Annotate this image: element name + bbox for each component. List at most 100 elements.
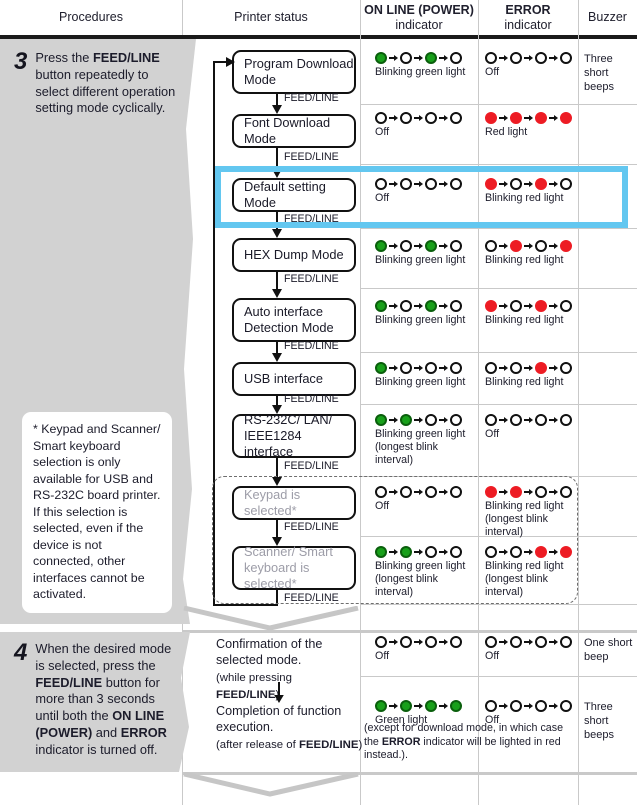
led-red (535, 112, 547, 124)
flow-box-6[interactable]: USB interface (232, 362, 356, 396)
arrow-right-icon (439, 302, 448, 311)
arrow-right-icon (524, 364, 533, 373)
led-green (375, 700, 387, 712)
arrow-right-icon (549, 302, 558, 311)
arrow-right-icon (414, 54, 423, 63)
flow-loop-loop-right (213, 61, 227, 63)
flow-box-4[interactable]: HEX Dump Mode (232, 238, 356, 272)
led-off (450, 240, 462, 252)
arrow-right-icon (439, 364, 448, 373)
led-sequence (375, 112, 475, 124)
flow-box-label: HEX Dump Mode (244, 247, 344, 262)
led-sequence (485, 700, 577, 712)
row-divider-9 (360, 604, 637, 605)
arrow-right-icon (439, 54, 448, 63)
arrow-right-icon (549, 548, 558, 557)
arrow-right-icon (549, 702, 558, 711)
flow-box-5[interactable]: Auto interface Detection Mode (232, 298, 356, 342)
led-off (510, 300, 522, 312)
online-indicator-row-2: Off (375, 112, 475, 139)
step-4-number: 4 (14, 639, 28, 666)
error-indicator-row-2: Red light (485, 112, 577, 139)
error-indicator-row-8: Blinking red light (longest blink interv… (485, 486, 577, 539)
header-error-sub: indicator (504, 17, 552, 32)
flow-arrow-head-7 (271, 477, 282, 486)
led-off (510, 178, 522, 190)
row-divider-step4-bottom (182, 772, 637, 775)
column-divider-procedures (182, 0, 183, 35)
arrow-right-icon (414, 488, 423, 497)
led-sequence (375, 240, 475, 252)
online-indicator-row-2-caption: Off (375, 126, 390, 138)
led-off (425, 414, 437, 426)
led-off (450, 414, 462, 426)
led-off (375, 636, 387, 648)
row-divider-5 (360, 352, 637, 353)
arrow-right-icon (439, 488, 448, 497)
led-red (485, 300, 497, 312)
header-divider (0, 35, 637, 39)
error-indicator-row-3-caption: Blinking red light (485, 192, 564, 204)
led-green (375, 52, 387, 64)
led-off (510, 700, 522, 712)
led-off (485, 52, 497, 64)
led-sequence (375, 52, 475, 64)
arrow-right-icon (389, 488, 398, 497)
led-off (450, 362, 462, 374)
flow-arrow-line-2 (276, 148, 278, 171)
arrow-right-icon (524, 488, 533, 497)
buzzer-row-1: Three short beeps (584, 53, 614, 93)
led-off (375, 112, 387, 124)
arrow-right-icon (549, 416, 558, 425)
keypad-scanner-note-text: * Keypad and Scanner/ Smart keyboard sel… (33, 422, 161, 601)
flow-box-8[interactable]: Keypad is selected* (232, 486, 356, 520)
flow-loop-loop-up (213, 62, 215, 606)
flow-box-3[interactable]: Default setting Mode (232, 178, 356, 212)
led-off (450, 178, 462, 190)
led-off (425, 362, 437, 374)
led-sequence (375, 546, 475, 558)
arrow-right-icon (389, 242, 398, 251)
led-off (450, 486, 462, 498)
led-red (510, 112, 522, 124)
led-off (400, 362, 412, 374)
flow-box-2[interactable]: Font Download Mode (232, 114, 356, 148)
arrow-right-icon (439, 702, 448, 711)
led-sequence (485, 300, 577, 312)
arrow-right-icon (389, 548, 398, 557)
step-4: 4 When the desired mode is selected, pre… (14, 639, 180, 758)
led-off (560, 300, 572, 312)
led-off (485, 240, 497, 252)
error-indicator-row-7-caption: Off (485, 428, 500, 440)
led-green (375, 240, 387, 252)
arrow-right-icon (549, 114, 558, 123)
flow-box-9[interactable]: Scanner/ Smart keyboard is selected* (232, 544, 356, 591)
arrow-right-icon (414, 242, 423, 251)
column-divider-error (578, 0, 579, 805)
step4-footnote: (except for download mode, in which case… (364, 722, 576, 763)
arrow-right-icon (414, 638, 423, 647)
arrow-right-icon (524, 114, 533, 123)
arrow-right-icon (524, 638, 533, 647)
led-off (560, 362, 572, 374)
led-red (510, 486, 522, 498)
led-off (450, 636, 462, 648)
step4-flow-arrow (274, 682, 284, 703)
led-off (400, 240, 412, 252)
led-green (375, 300, 387, 312)
flow-box-7[interactable]: RS-232C/ LAN/ IEEE1284 interface (232, 412, 356, 459)
online-indicator-row-9: Blinking green light (longest blink inte… (375, 546, 475, 599)
error-indicator-row-7: Off (485, 414, 577, 441)
flow-arrow-head-3 (271, 229, 282, 238)
led-green (400, 700, 412, 712)
step4-buzzer-row-1: One short beep (584, 637, 633, 663)
led-red (485, 178, 497, 190)
arrow-right-icon (499, 114, 508, 123)
row-divider-3 (360, 228, 637, 229)
flow-transition-label-7: FEED/LINE (284, 460, 339, 472)
flow-box-1[interactable]: Program Download Mode (232, 50, 356, 94)
error-indicator-row-5: Blinking red light (485, 300, 577, 327)
led-off (450, 300, 462, 312)
